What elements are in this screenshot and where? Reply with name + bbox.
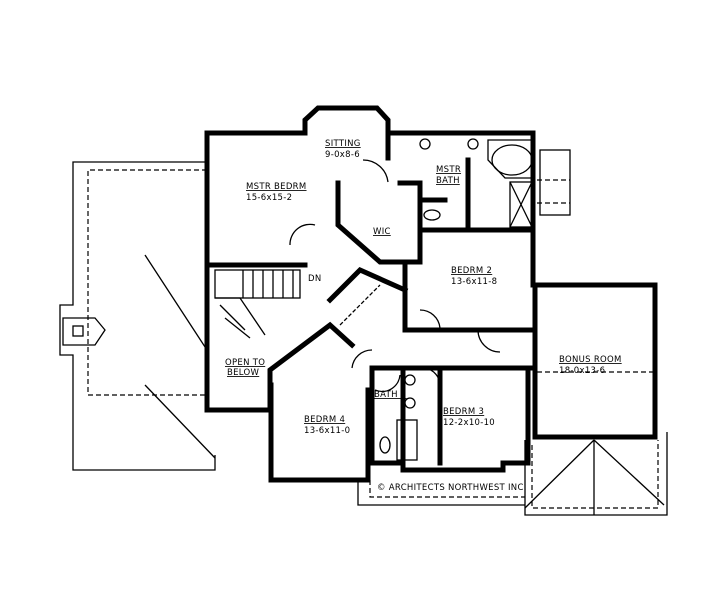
room-name-open-to-below: OPEN TO	[225, 358, 265, 368]
room-size-bonus-room: 18-0x13-6	[559, 366, 605, 376]
room-name-mstr-bedrm: MSTR BEDRM	[246, 182, 307, 192]
room-name-bedrm-2: BEDRM 2	[451, 266, 492, 276]
room-size-mstr-bedrm: 15-6x15-2	[246, 193, 292, 203]
stair-down-label: DN	[308, 274, 322, 284]
room-size-bedrm-4: 13-6x11-0	[304, 426, 350, 436]
fixtures	[289, 138, 534, 461]
room-size-sitting: 9-0x8-6	[325, 150, 360, 160]
stairs[interactable]	[214, 269, 301, 339]
walls	[204, 105, 658, 483]
room-name-mstr-bath: MSTR	[436, 165, 461, 175]
room-size-bedrm-3: 12-2x10-10	[443, 418, 495, 428]
room-name-wic: WIC	[373, 227, 391, 237]
room-name-sitting: SITTING	[325, 139, 361, 149]
room-labels: SITTING 9-0x8-6 MSTR BEDRM 15-6x15-2 MST…	[225, 139, 622, 493]
room-name-mstr-bath-2: BATH	[436, 176, 460, 186]
room-name-open-to-below-2: BELOW	[227, 368, 260, 378]
room-name-bonus-room: BONUS ROOM	[559, 355, 622, 365]
room-name-bedrm-3: BEDRM 3	[443, 407, 484, 417]
room-name-bedrm-4: BEDRM 4	[304, 415, 345, 425]
room-name-bath-2: BATH 2	[374, 390, 406, 400]
copyright-notice: © ARCHITECTS NORTHWEST INC.	[377, 483, 527, 493]
roof-outline	[59, 149, 668, 516]
room-size-bedrm-2: 13-6x11-8	[451, 277, 497, 287]
